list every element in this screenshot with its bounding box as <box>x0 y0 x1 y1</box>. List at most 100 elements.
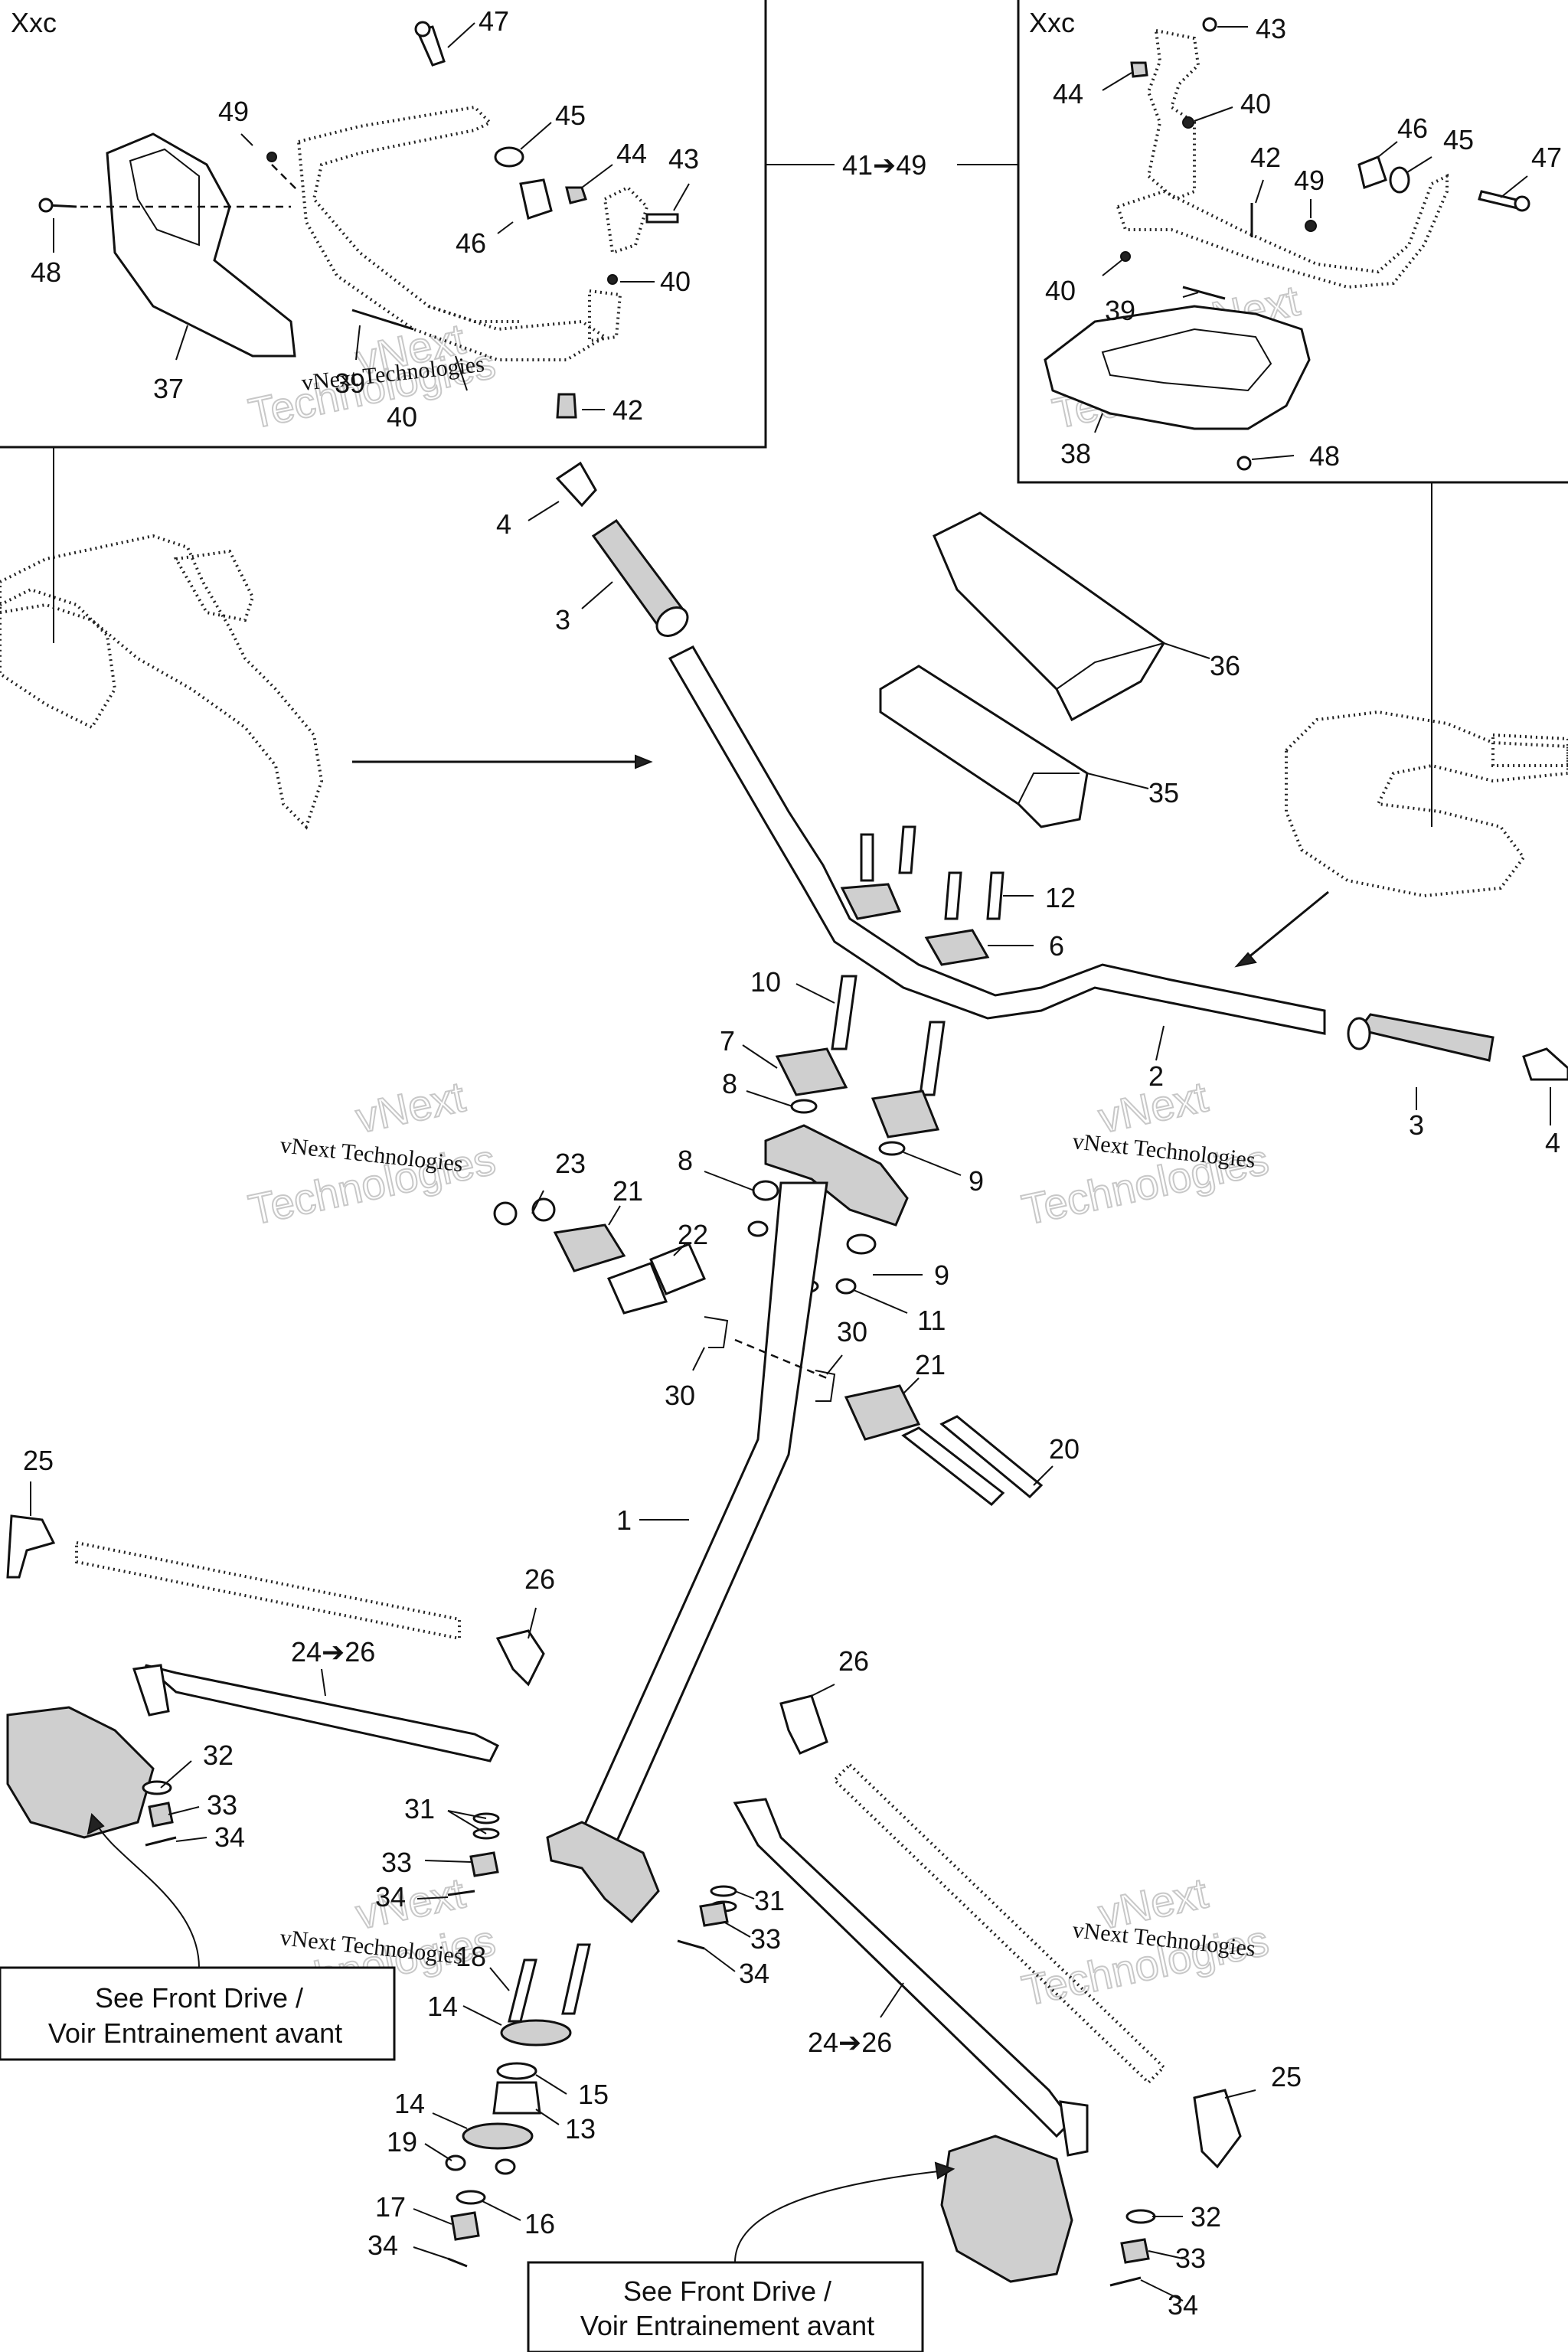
bolt-42-left <box>556 393 577 419</box>
leader-49a <box>240 133 253 146</box>
handlebar-2 <box>668 645 1326 1035</box>
nut-23-a <box>493 1201 518 1226</box>
bushing-15 <box>496 2062 537 2080</box>
leader-40b <box>455 355 468 391</box>
bolt-39-left <box>351 309 414 331</box>
leader-34b <box>416 1896 449 1900</box>
leader-38 <box>1094 413 1103 433</box>
label-4a: 4 <box>496 508 511 540</box>
arrow-left-head <box>635 754 653 769</box>
tie-rod-end-25-left <box>6 1514 56 1579</box>
leader-37 <box>175 325 188 361</box>
handguard-shield-37 <box>106 132 296 358</box>
washer-8-a <box>790 1099 818 1114</box>
label-46a: 46 <box>456 227 486 259</box>
right-inset-artwork <box>1044 17 1530 471</box>
leader-45b <box>1406 156 1432 173</box>
upper-triple-clamp <box>764 1124 909 1227</box>
damper-mount-21-b <box>844 1384 921 1441</box>
pad-36 <box>933 511 1166 722</box>
cotter-pin-34-left <box>145 1836 177 1847</box>
label-45b: 45 <box>1443 124 1474 155</box>
label-8b: 8 <box>678 1145 693 1176</box>
label-21b: 21 <box>915 1349 946 1380</box>
handlebar-assembly <box>555 461 1568 1081</box>
grip-3-right <box>1357 1013 1494 1062</box>
bolt-12-d <box>986 871 1004 920</box>
assembly-dash-left-2 <box>271 164 299 192</box>
leader-35 <box>1086 773 1149 789</box>
tie-rod-left <box>6 1514 545 1896</box>
leader-34e <box>1140 2279 1184 2301</box>
nut-11 <box>835 1278 857 1295</box>
bolt-18-b <box>561 1943 591 2015</box>
label-6: 6 <box>1049 930 1064 962</box>
lower-clamp-7-b <box>871 1089 940 1138</box>
bolt-47-left-head <box>414 21 431 38</box>
nut-40-right-b <box>1120 251 1131 262</box>
leader-44a <box>581 164 613 188</box>
inset-left-border <box>0 0 767 449</box>
leader-22 <box>673 1243 686 1256</box>
leader-47b <box>1500 175 1528 198</box>
bracket-upper-dotted <box>603 185 649 255</box>
note-box-left <box>0 1966 396 2061</box>
label-46b: 46 <box>1397 113 1428 144</box>
label-31a: 31 <box>404 1793 435 1824</box>
range-callout: 41➔49 <box>766 149 1018 181</box>
upper-clamp-6-a <box>840 883 902 920</box>
label-47b: 47 <box>1531 142 1562 173</box>
washer-32-right <box>1125 2209 1156 2224</box>
leader-13 <box>535 2109 560 2125</box>
label-23: 23 <box>555 1148 586 1179</box>
label-9a: 9 <box>969 1165 984 1197</box>
leader-39a <box>355 325 361 361</box>
bushing-22-b <box>648 1243 707 1295</box>
note-box-right <box>527 2261 924 2352</box>
label-40d: 40 <box>1045 275 1076 306</box>
leader-33c <box>723 1921 751 1938</box>
label-3a: 3 <box>555 604 570 635</box>
label-14b: 14 <box>394 2088 425 2119</box>
leader-44b <box>1102 72 1132 91</box>
label-40b: 40 <box>387 401 417 433</box>
tie-rod-24-right-dotted <box>832 1762 1166 2085</box>
note-left-line2: Voir Entrainement avant <box>48 2017 342 2049</box>
tie-rod-end-26-right <box>779 1694 828 1755</box>
tie-rod-24-left-dotted <box>75 1540 461 1641</box>
leader-30b <box>692 1347 705 1371</box>
label-31b: 31 <box>754 1885 785 1916</box>
leader-43a <box>673 183 690 211</box>
nut-17 <box>450 2211 480 2241</box>
leader-19 <box>424 2143 452 2161</box>
label-19: 19 <box>387 2126 417 2158</box>
leader-31a-1 <box>447 1810 487 1819</box>
leader-15 <box>535 2074 567 2095</box>
leader-32a <box>160 1760 192 1788</box>
note-left-line1: See Front Drive / <box>95 1982 303 2014</box>
main-leaders <box>30 501 1551 2301</box>
label-22: 22 <box>678 1219 708 1250</box>
leader-33b <box>424 1860 472 1863</box>
leader-31a-2 <box>447 1810 487 1834</box>
label-2: 2 <box>1148 1060 1164 1092</box>
tie-rod-end-right-inner <box>1059 2100 1089 2157</box>
label-39b: 39 <box>1105 295 1135 326</box>
leader-42b <box>1255 179 1264 204</box>
label-35: 35 <box>1148 777 1179 808</box>
label-33a: 33 <box>207 1789 237 1821</box>
leader-31b <box>734 1890 755 1900</box>
riser-bolt-10-b <box>919 1021 946 1096</box>
label-25b: 25 <box>1271 2061 1302 2092</box>
circlip-30-a <box>704 1316 729 1348</box>
leader-47a <box>447 22 475 48</box>
nut-44-left <box>565 186 587 204</box>
label-45a: 45 <box>555 100 586 131</box>
pad-35 <box>879 665 1089 828</box>
bearing-plate-14-lower <box>462 2122 534 2150</box>
nut-40-left-a <box>607 274 618 285</box>
cotter-pin-34-d <box>447 2257 468 2268</box>
label-49a: 49 <box>218 96 249 127</box>
label-16: 16 <box>524 2208 555 2239</box>
